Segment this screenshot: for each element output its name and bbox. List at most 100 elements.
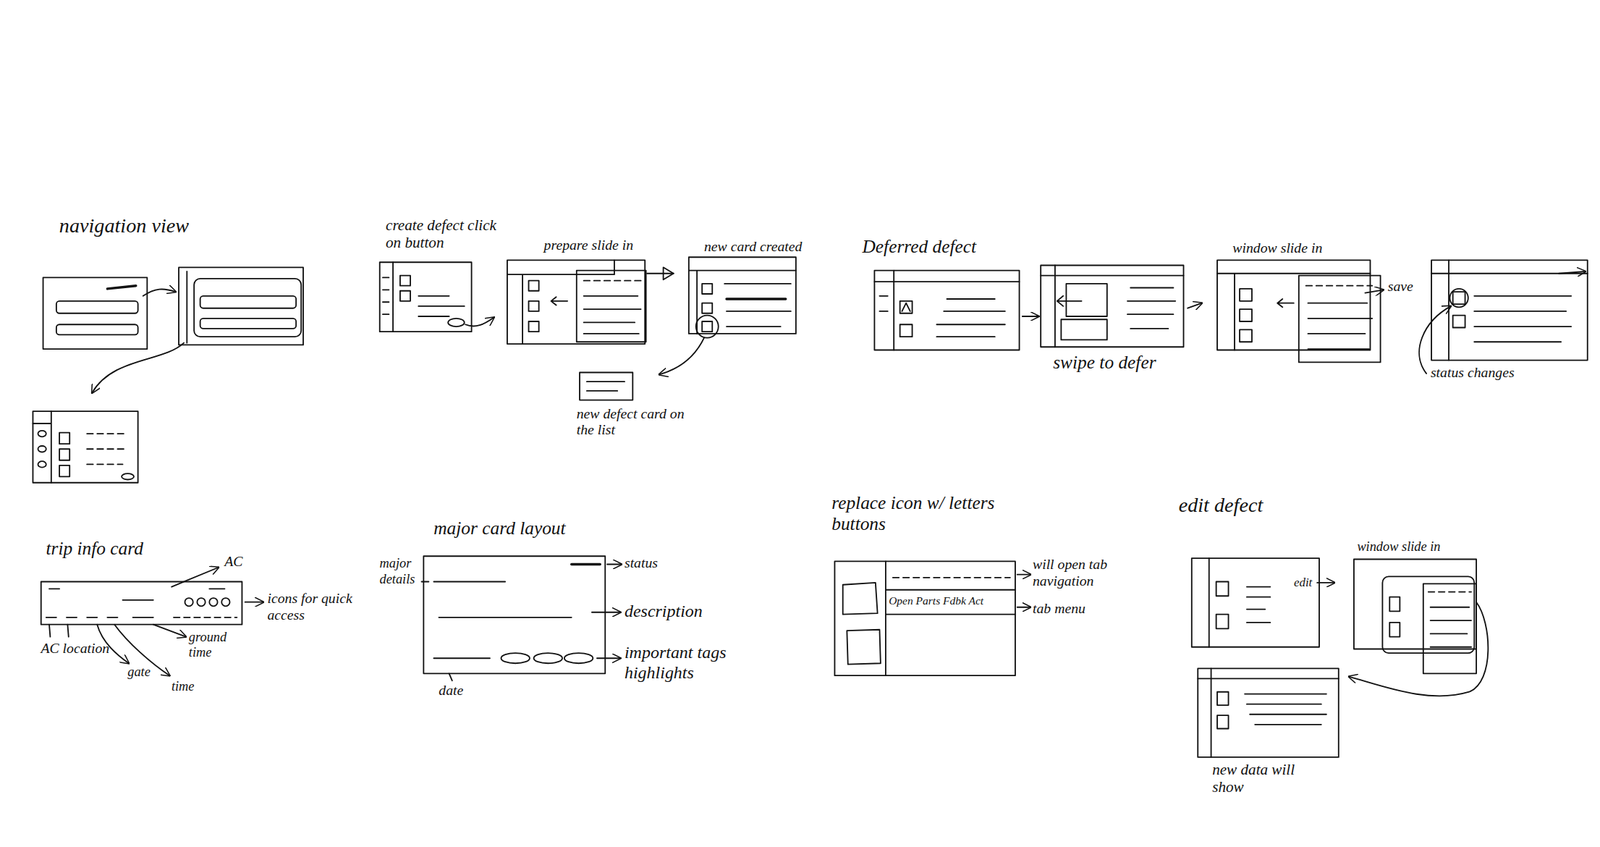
sketch-stroke — [663, 267, 674, 280]
sketch-stroke — [892, 576, 1011, 579]
sketch-stroke — [1017, 573, 1031, 576]
create-defect-sketch — [379, 256, 797, 400]
sketch-label: gate — [127, 664, 151, 680]
sketch-label: edit — [1293, 575, 1312, 590]
sketch-stroke — [834, 560, 1016, 676]
sketch-stroke — [400, 275, 411, 286]
sketch-stroke — [107, 285, 136, 289]
sketch-label: trip info card — [45, 537, 143, 559]
sketch-label: major details — [379, 555, 421, 587]
sketch-stroke — [38, 460, 47, 467]
sketch-stroke — [1364, 289, 1383, 293]
sketch-label: swipe to defer — [1052, 351, 1156, 373]
sketch-label: tab menu — [1032, 599, 1086, 617]
sketch-stroke — [209, 597, 218, 606]
sketch-stroke — [184, 597, 193, 606]
sketch-stroke — [1453, 315, 1466, 328]
sketch-stroke — [1216, 614, 1229, 629]
sketch-stroke — [528, 301, 540, 312]
sketch-stroke — [1239, 329, 1252, 342]
sketch-stroke — [1197, 667, 1339, 757]
sketch-stroke — [1353, 558, 1477, 649]
sketch-stroke — [418, 295, 464, 317]
sketch-stroke — [846, 629, 881, 665]
sketch-label: Open Parts Fdbk Act — [888, 594, 984, 608]
sketch-stroke — [1216, 581, 1229, 596]
sketch-stroke — [1453, 291, 1466, 304]
sketch-stroke — [579, 372, 633, 401]
deferred-defect-sketch — [874, 259, 1587, 373]
sketch-stroke — [59, 465, 70, 477]
sketch-label: edit defect — [1178, 493, 1264, 517]
sketch-stroke — [1389, 622, 1400, 637]
sketch-stroke — [1244, 693, 1327, 725]
sketch-stroke — [32, 411, 51, 483]
sketch-stroke — [576, 270, 647, 343]
sketch-stroke — [583, 295, 642, 334]
sketch-label: description — [624, 601, 703, 622]
sketch-stroke — [423, 555, 605, 673]
sketch-stroke — [173, 616, 237, 619]
sketch-stroke — [433, 581, 571, 658]
sketch-stroke — [900, 301, 913, 314]
sketch-stroke — [1430, 607, 1472, 647]
sketch-stroke — [382, 261, 393, 332]
sketch-stroke — [874, 270, 1019, 351]
sketch-stroke — [1382, 576, 1475, 653]
sketch-stroke — [1057, 295, 1082, 307]
sketch-stroke — [59, 432, 70, 445]
sketch-label: new defect card on the list — [576, 405, 705, 438]
sketch-stroke — [1431, 259, 1588, 360]
sketch-label: AC — [224, 552, 243, 570]
sketch-stroke — [153, 624, 186, 637]
sketch-stroke — [32, 411, 138, 483]
sketch-stroke — [534, 652, 563, 663]
sketch-stroke — [500, 652, 529, 663]
sketch-stroke — [1065, 283, 1107, 317]
sketch-stroke — [56, 324, 139, 335]
sketch-label: replace icon w/ letters buttons — [831, 492, 996, 535]
sketch-stroke — [171, 567, 219, 587]
sketch-stroke — [591, 611, 621, 613]
sketch-stroke — [1022, 315, 1040, 317]
sketch-stroke — [1208, 557, 1210, 647]
sketch-stroke — [1449, 288, 1468, 307]
sketch-stroke — [200, 295, 297, 309]
sketch-stroke — [1127, 288, 1176, 329]
sketch-stroke — [121, 473, 134, 480]
sketch-stroke — [936, 298, 1005, 337]
sketch-label: status — [624, 554, 658, 571]
sketch-stroke — [1191, 557, 1320, 647]
sketch-stroke — [143, 288, 176, 296]
sketch-stroke — [1217, 714, 1229, 728]
sketch-stroke — [1348, 602, 1488, 697]
sketch-label: will open tab navigation — [1032, 555, 1145, 589]
sketch-stroke — [43, 277, 148, 349]
trip-info-sketch — [41, 567, 264, 676]
sketch-stroke — [1217, 273, 1370, 351]
sketch-stroke — [1431, 259, 1588, 360]
sketch-stroke — [449, 672, 453, 681]
sketch-stroke — [1246, 586, 1271, 623]
card-layout-sketch — [421, 555, 622, 681]
sketch-stroke — [86, 433, 128, 464]
sketch-stroke — [1239, 288, 1252, 302]
sketch-stroke — [38, 445, 47, 452]
sketch-stroke — [91, 343, 184, 393]
sketch-stroke — [1017, 606, 1031, 608]
sketch-label: time — [171, 678, 195, 694]
sketch-stroke — [528, 280, 540, 291]
sketch-stroke — [659, 337, 705, 375]
sketch-label: ground time — [188, 629, 246, 660]
sketch-stroke — [726, 297, 786, 300]
sketch-stroke — [507, 259, 615, 344]
sketch-stroke — [1277, 298, 1294, 307]
sketch-stroke — [688, 256, 797, 334]
sketch-stroke — [1428, 591, 1472, 593]
sketch-stroke — [379, 261, 472, 332]
sketch-stroke — [245, 601, 264, 603]
sketch-label: new card created — [704, 238, 803, 255]
sketch-stroke — [59, 448, 70, 461]
